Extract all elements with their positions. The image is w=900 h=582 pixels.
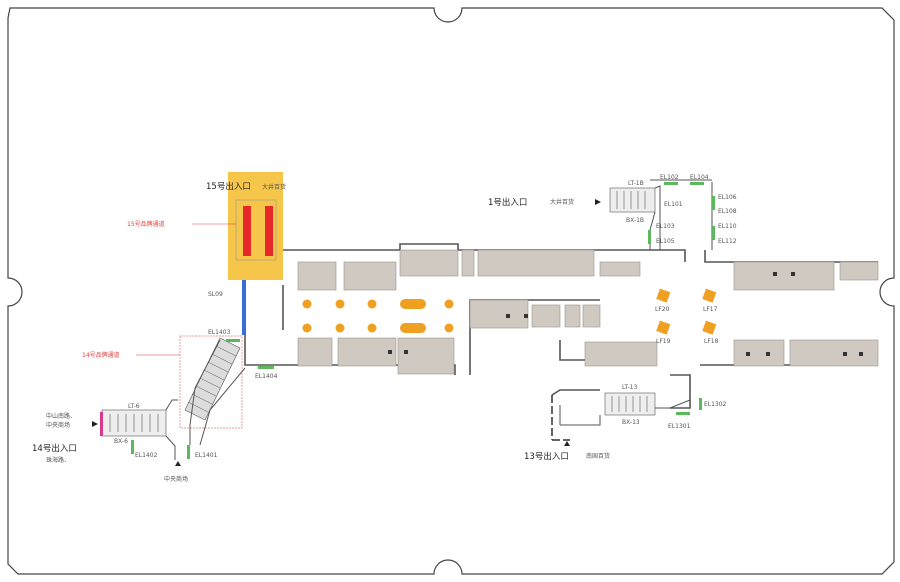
- brand14-label: 14号品牌通道: [82, 351, 120, 359]
- el1401-label: EL1401: [195, 452, 218, 459]
- exit13-gates: [551, 392, 691, 441]
- lt6b-label: BX-6: [114, 438, 128, 445]
- exit-arrows: [92, 199, 601, 466]
- el1301-label: EL1301: [668, 423, 691, 430]
- lt1b-label: BX-1B: [626, 217, 644, 224]
- exit14-note1: 中山南路、: [46, 412, 76, 420]
- exit14-note2: 中央商场: [46, 421, 70, 429]
- sl09-label: SL09: [208, 291, 223, 298]
- el108-label: EL108: [718, 208, 737, 215]
- el106-label: EL106: [718, 194, 737, 201]
- lt13b-label: BX-13: [622, 419, 640, 426]
- lf19-label: LF19: [656, 338, 671, 345]
- el1302-label: EL1302: [704, 401, 727, 408]
- bottom-note: 中央商场: [164, 475, 188, 483]
- exit1-label: 1号出入口: [488, 197, 527, 208]
- el112-label: EL112: [718, 238, 737, 245]
- el110-label: EL110: [718, 223, 737, 230]
- exit13-label: 13号出入口: [524, 451, 569, 462]
- pillars: [302, 288, 717, 335]
- rooms: [297, 249, 879, 375]
- lt13a-label: LT-13: [622, 384, 638, 391]
- el1403-label: EL1403: [208, 329, 231, 336]
- exit15-brand-channel: [235, 199, 277, 261]
- elevator-markers: [131, 182, 715, 459]
- sl09-walkway: [242, 280, 246, 335]
- exit1-sub: 大井百货: [550, 198, 574, 206]
- el1404-label: EL1404: [255, 373, 278, 380]
- el103-label: EL103: [656, 223, 675, 230]
- lt6-label: LT-6: [128, 403, 140, 410]
- el1402-label: EL1402: [135, 452, 158, 459]
- el102-label: EL102: [660, 174, 679, 181]
- exit13-sub: 南国百货: [586, 452, 610, 460]
- lf20-label: LF20: [655, 306, 670, 313]
- exit15-highlight: [228, 172, 283, 280]
- el104-label: EL104: [690, 174, 709, 181]
- exit14-channel: [179, 335, 246, 446]
- brand15-label: 15号品牌通道: [127, 220, 165, 228]
- exit1-gates: [609, 179, 713, 250]
- lf18-label: LF18: [704, 338, 719, 345]
- outer-frame: [7, 7, 895, 575]
- el105-label: EL105: [656, 238, 675, 245]
- room-icons: [388, 272, 863, 356]
- exit14-label: 14号出入口: [32, 443, 77, 454]
- exit14-gates: [100, 399, 178, 460]
- annotation-leaders: [136, 223, 236, 356]
- exit15-sub: 大井百货: [262, 183, 286, 191]
- lt1a-label: LT-1B: [628, 180, 644, 187]
- exit15-label: 15号出入口: [206, 181, 251, 192]
- exit14-sub: 珠海路、: [46, 456, 70, 464]
- lf17-label: LF17: [703, 306, 718, 313]
- el101-label: EL101: [664, 201, 683, 208]
